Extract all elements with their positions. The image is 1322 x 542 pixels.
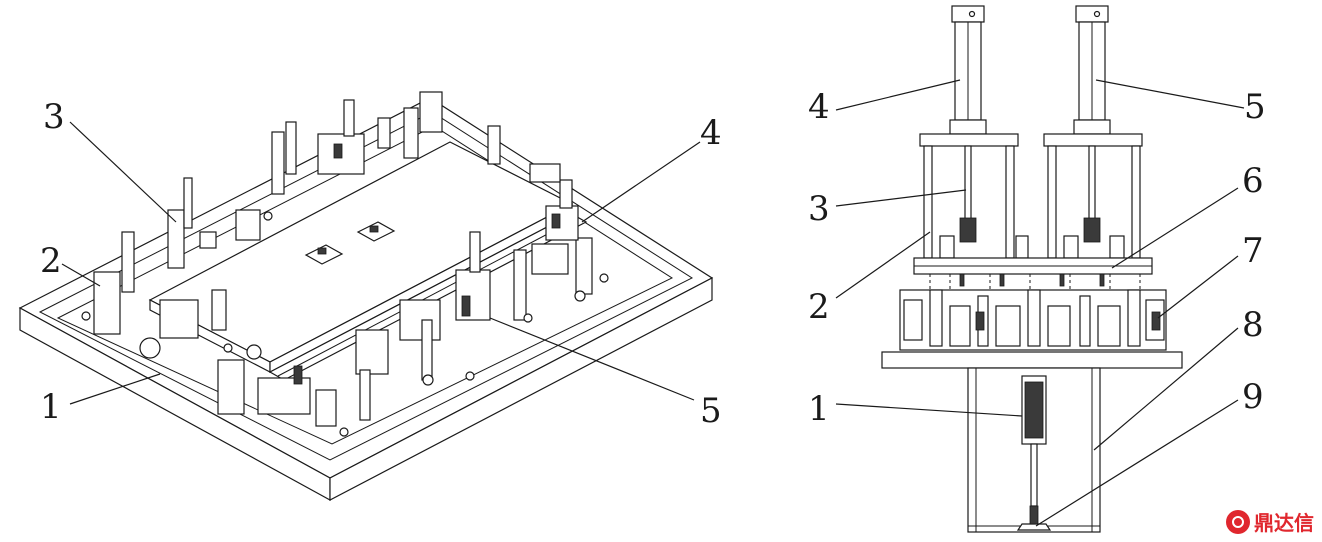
- left-leader-lines: [61, 121, 701, 405]
- right-callout-7: 7: [1242, 231, 1264, 271]
- watermark-text: 鼎达信: [1254, 511, 1314, 535]
- left-callout-4: 4: [700, 113, 722, 153]
- right-callout-8: 8: [1242, 305, 1264, 345]
- brand-logo-icon: [1226, 509, 1250, 534]
- right-fixture-drawing: [881, 5, 1183, 533]
- left-callout-1: 1: [40, 387, 62, 427]
- right-callout-3: 3: [808, 189, 830, 229]
- right-callout-4: 4: [808, 87, 830, 127]
- left-fixture-drawing: [18, 91, 714, 502]
- right-callout-9: 9: [1242, 377, 1264, 417]
- right-callout-2: 2: [808, 287, 830, 327]
- left-callout-3: 3: [43, 97, 65, 137]
- watermark-logo: 鼎达信: [1226, 507, 1314, 536]
- right-callout-6: 6: [1242, 161, 1264, 201]
- left-callout-5: 5: [700, 391, 722, 431]
- right-leader-lines: [835, 79, 1245, 527]
- left-callout-2: 2: [40, 241, 62, 281]
- right-callout-1: 1: [808, 389, 830, 429]
- right-callout-5: 5: [1244, 87, 1266, 127]
